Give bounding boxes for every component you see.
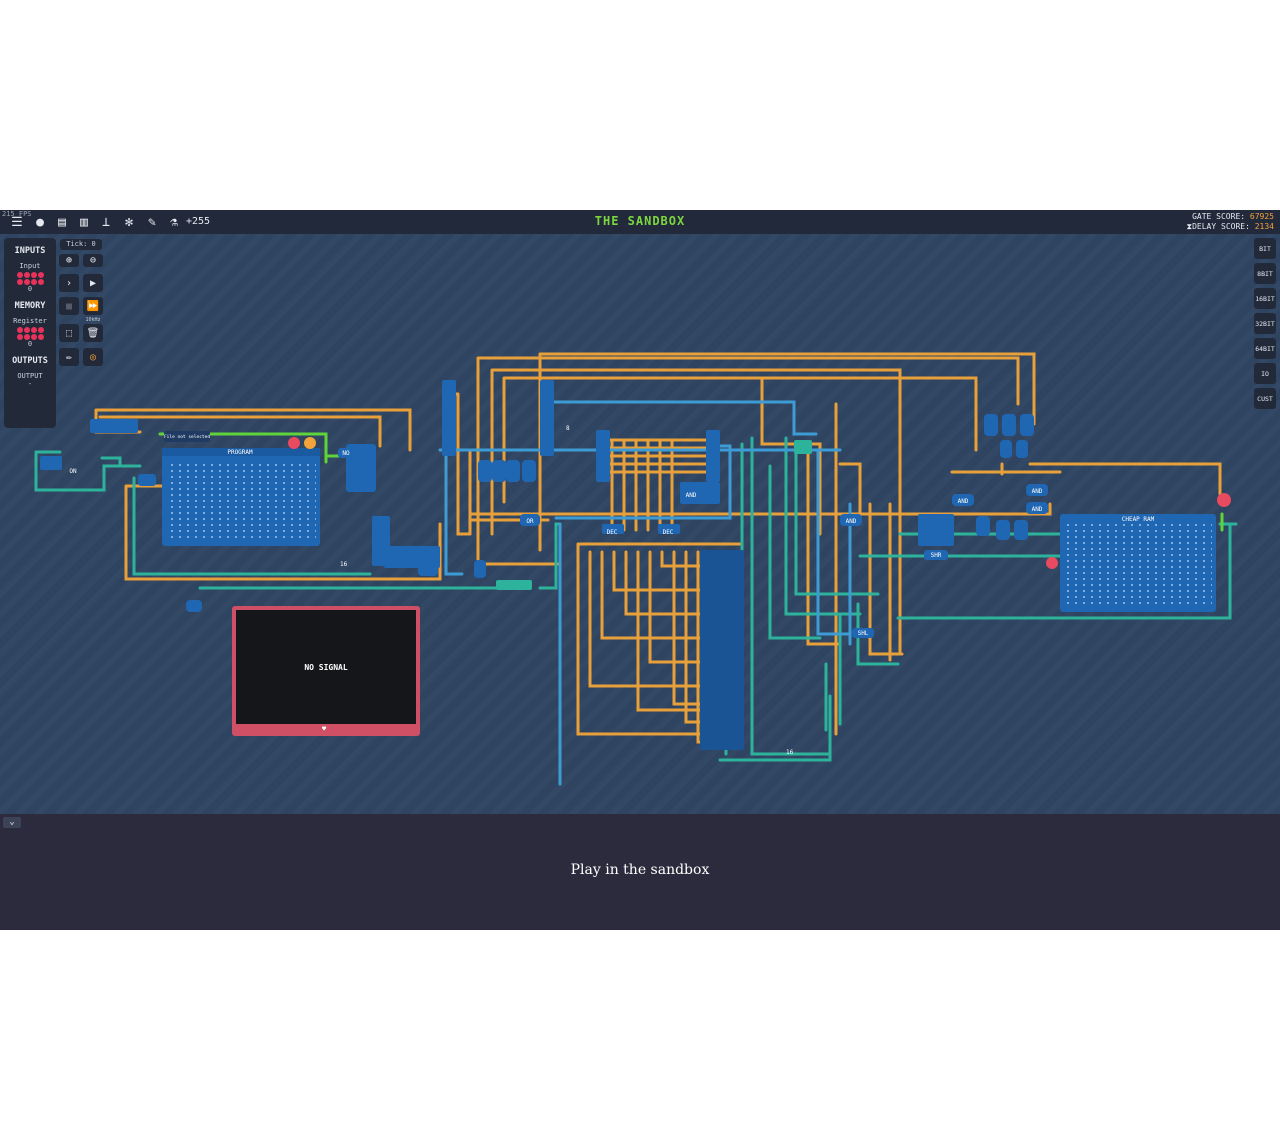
program-rom[interactable]: PROGRAM — [162, 448, 320, 546]
output-component[interactable]: - — [27, 380, 33, 388]
gate-or: OR — [526, 518, 534, 525]
bus-width-16: 16 — [340, 561, 348, 568]
menu-icon[interactable]: ☰ — [11, 214, 23, 230]
hourglass-icon: ⧗ — [1186, 222, 1193, 231]
heart-icon: ♥ — [322, 725, 327, 733]
ram-output-pin[interactable] — [1217, 493, 1231, 507]
fps-counter: 215 FPS — [2, 210, 32, 218]
edit-icon[interactable] — [304, 437, 316, 449]
cheap-ram[interactable]: CHEAP RAM — [1060, 514, 1216, 612]
gate-score-label: GATE SCORE: — [1192, 212, 1246, 221]
bus-width-16b: 16 — [786, 749, 794, 756]
category-io[interactable]: IO — [1254, 363, 1276, 384]
delay-score-label: DELAY SCORE: — [1192, 222, 1250, 231]
gate-and-1: AND — [686, 492, 697, 499]
chevron-down-icon[interactable]: ⌄ — [3, 817, 21, 828]
register-value: 0 — [27, 340, 33, 348]
flask-icon[interactable]: ⚗ — [170, 214, 178, 230]
input-label: Input — [19, 262, 41, 270]
step-icon[interactable]: › — [59, 274, 79, 292]
category-16bit[interactable]: 16BIT — [1254, 288, 1276, 309]
book-icon[interactable]: ▥ — [80, 214, 88, 230]
gate-and-4: AND — [1032, 488, 1043, 495]
gate-dec-2: DEC — [663, 529, 674, 536]
monitor-screen: NO SIGNAL — [236, 610, 416, 724]
save-icon[interactable] — [288, 437, 300, 449]
inputs-heading: INPUTS — [14, 246, 46, 256]
bus-width-8: 8 — [566, 425, 570, 432]
gate-labels: OR AND AND AND AND AND — [69, 414, 1048, 756]
adder-chip — [496, 580, 532, 590]
flask-count: +255 — [186, 216, 211, 227]
category-bit[interactable]: BIT — [1254, 238, 1276, 259]
input-component[interactable] — [4, 272, 56, 285]
chips — [40, 380, 954, 750]
zoom-out-icon[interactable]: ⊖ — [83, 254, 103, 267]
level-description-panel: ⌄ Play in the sandbox — [0, 814, 1280, 930]
document-icon[interactable]: ▤ — [58, 214, 66, 230]
circuit-schematic[interactable]: PROGRAM File not selected CHEAP RAM — [0, 234, 1280, 814]
register-component[interactable] — [4, 327, 56, 340]
category-cust[interactable]: CUST — [1254, 388, 1276, 409]
fast-forward-icon[interactable]: ⏩10kHz — [83, 297, 103, 323]
game-window: 215 FPS ☰ ● ▤ ▥ ⊥ ✻ ✎ ⚗ +255 THE SANDBOX… — [0, 210, 1280, 930]
score-panel: GATE SCORE: 67925 ⧗DELAY SCORE: 2134 — [1186, 212, 1274, 232]
category-32bit[interactable]: 32BIT — [1254, 313, 1276, 334]
circuit-canvas[interactable]: PROGRAM File not selected CHEAP RAM — [0, 234, 1280, 814]
chat-icon[interactable]: ● — [36, 214, 44, 230]
gate-and-3: AND — [958, 498, 969, 505]
gate-shr: SHR — [931, 552, 942, 559]
label-on: ON — [69, 468, 77, 475]
wrench-icon[interactable]: ✎ — [148, 214, 156, 230]
tick-counter: Tick: 0 — [60, 239, 102, 250]
trash-icon[interactable]: 🗑 — [83, 324, 103, 342]
level-title: THE SANDBOX — [594, 214, 686, 228]
stop-icon[interactable]: ■ — [59, 297, 79, 315]
outputs-heading: OUTPUTS — [12, 356, 48, 366]
pencil-icon[interactable]: ✏ — [59, 348, 79, 366]
play-icon[interactable]: ▶ — [83, 274, 103, 292]
gate-dec-1: DEC — [607, 529, 618, 536]
top-bar: 215 FPS ☰ ● ▤ ▥ ⊥ ✻ ✎ ⚗ +255 THE SANDBOX… — [0, 210, 1280, 234]
component-category-panel: BIT 8BIT 16BIT 32BIT 64BIT IO CUST — [1254, 238, 1276, 413]
console-monitor[interactable]: NO SIGNAL ♥ — [232, 606, 420, 736]
zoom-in-icon[interactable]: ⊕ — [59, 254, 79, 267]
mux-chip — [794, 440, 812, 454]
component-panel: INPUTS Input 0 MEMORY Register 0 OUTPUTS… — [4, 238, 56, 428]
register-label: Register — [13, 317, 47, 325]
category-8bit[interactable]: 8BIT — [1254, 263, 1276, 284]
hierarchy-icon[interactable]: ⊥ — [102, 214, 110, 230]
file-label: File not selected — [164, 434, 210, 440]
gate-and-2: AND — [846, 518, 857, 525]
ram-label: CHEAP RAM — [1122, 516, 1155, 523]
color-wheel-icon[interactable]: ◎ — [83, 348, 103, 366]
output-label: OUTPUT — [17, 372, 43, 380]
gate-shl: SHL — [858, 630, 869, 637]
category-64bit[interactable]: 64BIT — [1254, 338, 1276, 359]
label-no: NO — [342, 450, 350, 457]
speed-label: 10kHz — [85, 317, 101, 323]
gate-score-value: 67925 — [1249, 212, 1274, 221]
input-value: 0 — [27, 285, 33, 293]
file-tooltip: File not selected — [164, 431, 210, 442]
program-label: PROGRAM — [227, 449, 253, 456]
delay-score-value: 2134 — [1254, 222, 1274, 231]
level-description: Play in the sandbox — [570, 862, 710, 878]
ram-input-pin[interactable] — [1046, 557, 1058, 569]
memory-heading: MEMORY — [14, 301, 46, 311]
select-icon[interactable]: ⬚ — [59, 324, 79, 342]
gate-and-5: AND — [1032, 506, 1043, 513]
gear-icon[interactable]: ✻ — [125, 214, 133, 230]
